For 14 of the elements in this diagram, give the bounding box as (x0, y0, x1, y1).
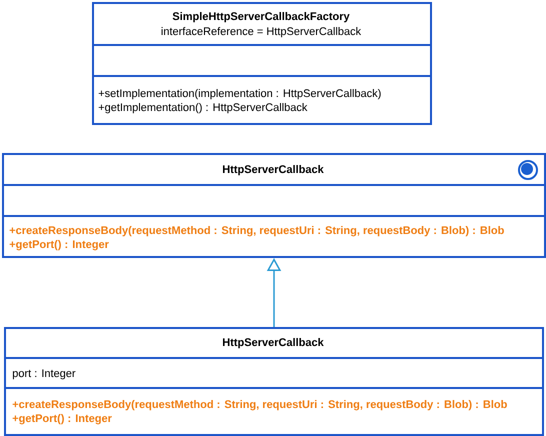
attribute-text: port : Integer (12, 369, 76, 380)
operation-text: +getImplementation() : HttpServerCallback (98, 103, 308, 114)
operation-text: +createResponseBody(requestMethod : String, requestUri : String, requestBody : Blob) : Blob (10, 226, 504, 236)
class-box (4, 327, 544, 436)
class-name: HttpServerCallback (223, 338, 324, 348)
class-box (2, 153, 546, 258)
operation-text: +getPort() : Integer (10, 240, 109, 250)
operation-text: +createResponseBody(requestMethod : String, requestUri : String, requestBody : Blob) : Blob (12, 400, 507, 410)
operation-text: +getPort() : Integer (12, 414, 112, 424)
class-box (92, 2, 432, 125)
operation-text: +setImplementation(implementation : HttpServerCallback) (98, 89, 381, 100)
class-name: HttpServerCallback (223, 165, 324, 176)
class-name: SimpleHttpServerCallbackFactory (172, 12, 350, 22)
property-text: interfaceReference = HttpServerCallback (162, 27, 362, 38)
